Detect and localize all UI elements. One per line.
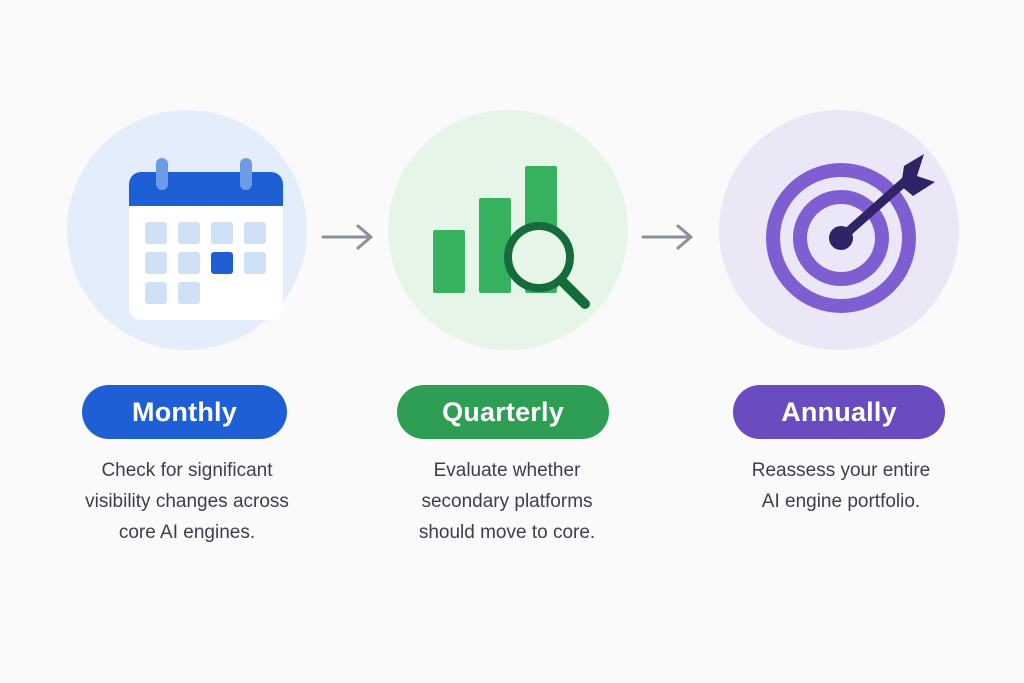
monthly-label: Monthly [82, 385, 287, 439]
arrow-right-icon [320, 222, 376, 252]
arrow-right-icon [640, 222, 696, 252]
calendar-icon [129, 158, 283, 320]
monthly-icon-circle [67, 110, 307, 350]
step-monthly: Monthly Check for significant visibility… [47, 0, 327, 683]
quarterly-description-line: should move to core. [418, 522, 596, 543]
quarterly-description-line: Evaluate whether [433, 460, 581, 481]
bar-chart-magnifier-icon [433, 166, 590, 309]
annually-description: Reassess your entire AI engine portfolio… [701, 455, 981, 517]
step-annually: Annually Reassess your entire AI engine … [701, 0, 981, 683]
annually-description-line: Reassess your entire [751, 460, 931, 481]
annually-icon-circle [719, 110, 959, 350]
target-dart-icon [766, 154, 935, 313]
monthly-description: Check for significant visibility changes… [47, 455, 327, 548]
quarterly-description-line: secondary platforms [421, 491, 593, 512]
quarterly-description: Evaluate whether secondary platforms sho… [367, 455, 647, 548]
monthly-description-line: core AI engines. [118, 522, 256, 543]
monthly-description-line: visibility changes across [85, 491, 289, 512]
annually-label: Annually [733, 385, 945, 439]
quarterly-icon-circle [388, 110, 628, 350]
step-quarterly: Quarterly Evaluate whether secondary pla… [367, 0, 647, 683]
annually-description-line: AI engine portfolio. [761, 491, 921, 512]
quarterly-label: Quarterly [397, 385, 609, 439]
monthly-description-line: Check for significant [101, 460, 273, 481]
